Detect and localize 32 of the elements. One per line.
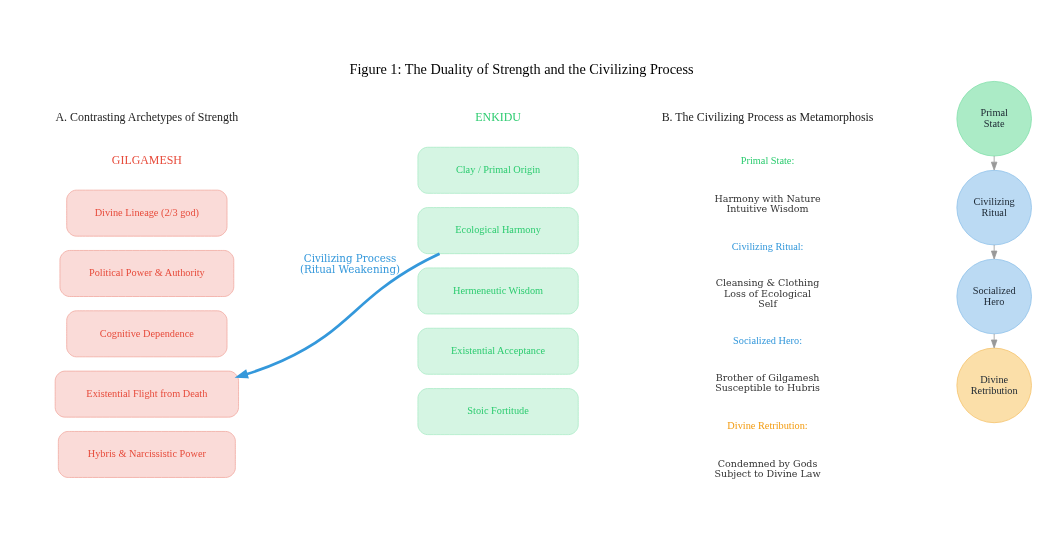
arrow bbox=[234, 252, 441, 378]
node-box: Existential Flight from Death bbox=[54, 370, 239, 418]
label: Condemned by Gods Subject to Divine Law bbox=[714, 457, 821, 479]
arrow bbox=[991, 244, 998, 259]
label: GILGAMESH bbox=[111, 152, 182, 167]
label: Brother of Gilgamesh Susceptible to Hubris bbox=[715, 371, 820, 393]
node-box: Divine Lineage (2/3 god) bbox=[66, 189, 228, 237]
label: Civilizing Ritual: bbox=[731, 240, 804, 252]
label: Socialized Hero: bbox=[733, 334, 803, 346]
diagram-title: Figure 1: The Duality of Strength and the Civilizing Process bbox=[349, 60, 694, 77]
label: B. The Civilizing Process as Metamorphosis bbox=[661, 109, 874, 124]
node-circle: Primal State bbox=[956, 80, 1032, 156]
label: Cleansing & Clothing Loss of Ecological Self bbox=[715, 276, 820, 309]
node-circle: Socialized Hero bbox=[956, 258, 1032, 334]
node-box: Political Power & Authority bbox=[59, 249, 235, 297]
label: ENKIDU bbox=[475, 109, 521, 124]
label: Divine Retribution: bbox=[727, 419, 808, 431]
node-box: Existential Acceptance bbox=[417, 327, 579, 375]
edge-label: Civilizing Process (Ritual Weakening) bbox=[300, 251, 401, 275]
arrow bbox=[991, 332, 998, 348]
arrow bbox=[991, 155, 998, 170]
node-box: Stoic Fortitude bbox=[417, 387, 579, 435]
node-box: Ecological Harmony bbox=[417, 206, 579, 254]
node-box: Hybris & Narcissistic Power bbox=[57, 430, 236, 478]
node-box: Hermeneutic Wisdom bbox=[417, 267, 579, 314]
node-circle: Divine Retribution bbox=[956, 347, 1032, 423]
label: Primal State: bbox=[740, 154, 795, 166]
label: A. Contrasting Archetypes of Strength bbox=[55, 109, 239, 124]
node-circle: Civilizing Ritual bbox=[956, 169, 1032, 245]
node-box: Cognitive Dependence bbox=[66, 309, 228, 357]
label: Harmony with Nature Intuitive Wisdom bbox=[714, 192, 821, 214]
node-box: Clay / Primal Origin bbox=[417, 146, 579, 194]
